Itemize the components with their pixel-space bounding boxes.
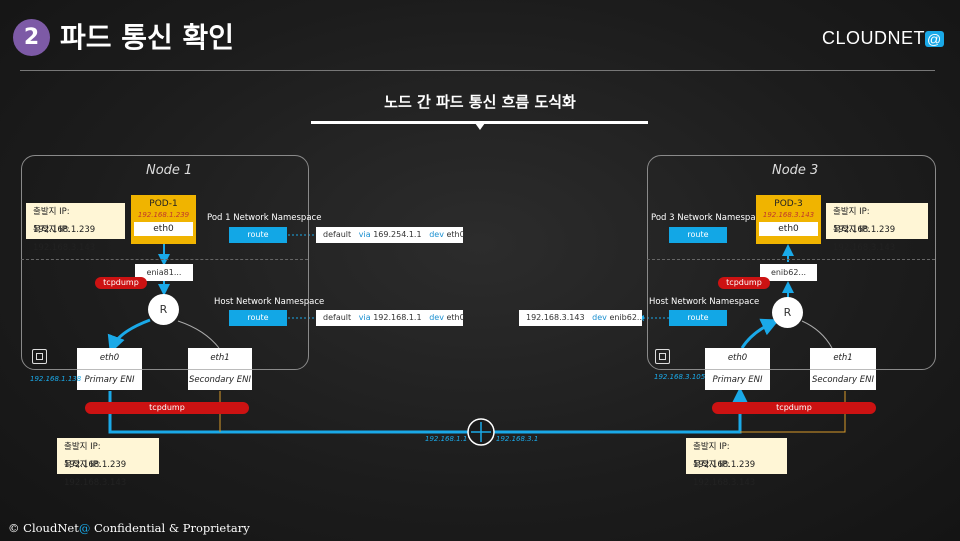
subtitle-underline [311,121,648,124]
node3-tcpdump-wire[interactable]: tcpdump [712,402,876,414]
header-divider [20,70,935,71]
pod-ns-label: Pod 1 Network Namespace [207,213,322,223]
src-ip: 출발지 IP: 192.168.1.239 [693,442,756,470]
step-badge: 2 [13,19,50,56]
pod-ns-label: Pod 3 Network Namespace [651,213,766,223]
node3-title: Node 3 [772,163,819,178]
node1-router: R [148,294,179,325]
subtitle-arrow-icon [475,123,485,130]
eni-name: eth0 [77,348,142,370]
node1-tcpdump-wire[interactable]: tcpdump [85,402,249,414]
node3-pod-ip-box: 출발지 IP: 192.168.1.239 목적지 IP: 192.168.3.… [826,203,928,253]
src-ip: 출발지 IP: 192.168.1.239 [64,442,127,470]
pod-eth0: eth0 [759,222,818,236]
node1-ns-divider [21,259,308,260]
footer-copyright: © CloudNet@ Confidential & Proprietary [8,521,250,535]
pod-route-table[interactable]: route [229,227,287,243]
node1-veth[interactable]: enia81... [135,264,193,281]
pod-3[interactable]: POD-3 192.168.3.143 eth0 [756,195,821,244]
eni-label: Primary ENI [84,375,135,385]
pod-route-table[interactable]: route [669,227,727,243]
node1-tcpdump-veth[interactable]: tcpdump [95,277,147,289]
node1-frame [21,155,309,370]
host-route-entry: 192.168.3.143 dev enib62... [519,310,645,326]
network-left-ip: 192.168.1.1 [425,435,468,443]
pod-name: POD-3 [774,199,803,209]
host-route-entry: default via 192.168.1.1 dev eth0 [316,310,465,326]
node1-title: Node 1 [146,163,193,178]
node3-router: R [772,297,803,328]
node3-ns-divider [647,259,935,260]
eni-name: eth0 [705,348,770,370]
host-route-table[interactable]: route [229,310,287,326]
node1-secondary-eni[interactable]: eth1 Secondary ENI [188,348,252,390]
pod-ip: 192.168.3.143 [762,211,815,219]
src-ip: 출발지 IP: 192.168.1.239 [833,207,896,235]
diagram-subtitle: 노드 간 파드 통신 흐름 도식화 [384,93,576,111]
node3-secondary-eni[interactable]: eth1 Secondary ENI [810,348,876,390]
eni-name: eth1 [810,348,876,370]
cpu-chip-icon [655,349,670,364]
eni-label: Secondary ENI [189,375,251,385]
node1-primary-eni[interactable]: eth0 Primary ENI [77,348,142,390]
node3-wire-ip-box: 출발지 IP: 192.168.1.239 목적지 IP: 192.168.3.… [686,438,787,488]
pod-eth0: eth0 [134,222,193,236]
node3-frame [647,155,936,370]
src-ip: 출발지 IP: 192.168.1.239 [33,207,96,235]
pod-ip: 192.168.1.239 [137,211,190,219]
pod-1[interactable]: POD-1 192.168.1.239 eth0 [131,195,196,244]
dst-ip: 목적지 IP: 192.168.3.143 [33,225,96,253]
node3-tcpdump-veth[interactable]: tcpdump [718,277,770,289]
eni-label: Secondary ENI [812,375,874,385]
dst-ip: 목적지 IP: 192.168.3.143 [833,225,896,253]
node1-pod-ip-box: 출발지 IP: 192.168.1.239 목적지 IP: 192.168.3.… [26,203,125,253]
page-title: 파드 통신 확인 [60,21,235,54]
cpu-chip-icon [32,349,47,364]
brand-logo: CLOUDNET@ [822,28,944,48]
node3-veth[interactable]: enib62... [760,264,817,281]
host-ns-label: Host Network Namespace [214,297,325,307]
node3-primary-eni[interactable]: eth0 Primary ENI [705,348,770,390]
network-right-ip: 192.168.3.1 [496,435,539,443]
host-route-table[interactable]: route [669,310,727,326]
host-ns-label: Host Network Namespace [649,297,760,307]
pod-name: POD-1 [149,199,178,209]
eni-label: Primary ENI [712,375,763,385]
eni-name: eth1 [188,348,252,370]
node1-wire-ip-box: 출발지 IP: 192.168.1.239 목적지 IP: 192.168.3.… [57,438,159,488]
node1-primary-eni-ip: 192.168.1.138 [30,375,82,383]
pod-route-entry: default via 169.254.1.1 dev eth0 [316,227,465,243]
node3-primary-eni-ip: 192.168.3.105 [654,373,706,381]
dst-ip: 목적지 IP: 192.168.3.143 [693,460,756,488]
dst-ip: 목적지 IP: 192.168.3.143 [64,460,127,488]
